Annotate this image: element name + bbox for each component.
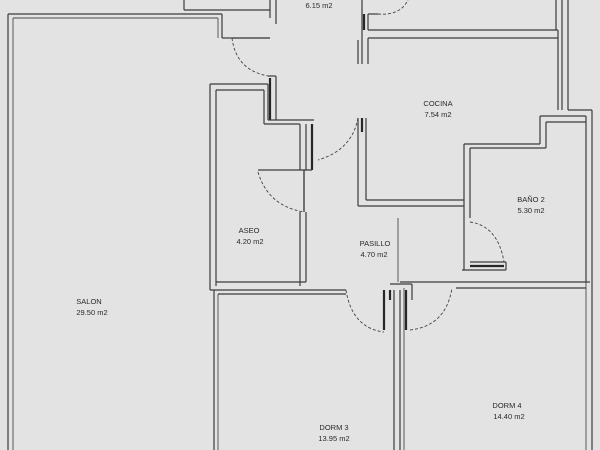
top-room-walls — [361, 0, 559, 110]
dorm4-area: 14.40 m2 — [493, 412, 524, 421]
exterior-walls — [7, 0, 593, 450]
cocina-area: 7.54 m2 — [424, 110, 451, 119]
aseo-name: ASEO — [239, 226, 260, 235]
salon-area: 29.50 m2 — [76, 308, 107, 317]
entry-walls — [222, 37, 277, 120]
bano2-name: BAÑO 2 — [517, 195, 545, 204]
aseo-walls — [209, 83, 346, 291]
bano2-walls — [462, 221, 507, 271]
dorm3-name: DORM 3 — [319, 423, 348, 432]
dorm4-name: DORM 4 — [492, 401, 521, 410]
dorm3-area: 13.95 m2 — [318, 434, 349, 443]
pasillo-area: 4.70 m2 — [360, 250, 387, 259]
cocina-walls — [317, 38, 586, 222]
room-labels: 6.15 m2 COCINA 7.54 m2 BAÑO 2 5.30 m2 AS… — [76, 1, 544, 443]
aseo-area: 4.20 m2 — [236, 237, 263, 246]
bano2-area: 5.30 m2 — [517, 206, 544, 215]
top-room-area: 6.15 m2 — [305, 1, 332, 10]
bedroom-walls — [213, 218, 590, 450]
salon-name: SALON — [76, 297, 101, 306]
cocina-name: COCINA — [423, 99, 452, 108]
pasillo-name: PASILLO — [360, 239, 391, 248]
